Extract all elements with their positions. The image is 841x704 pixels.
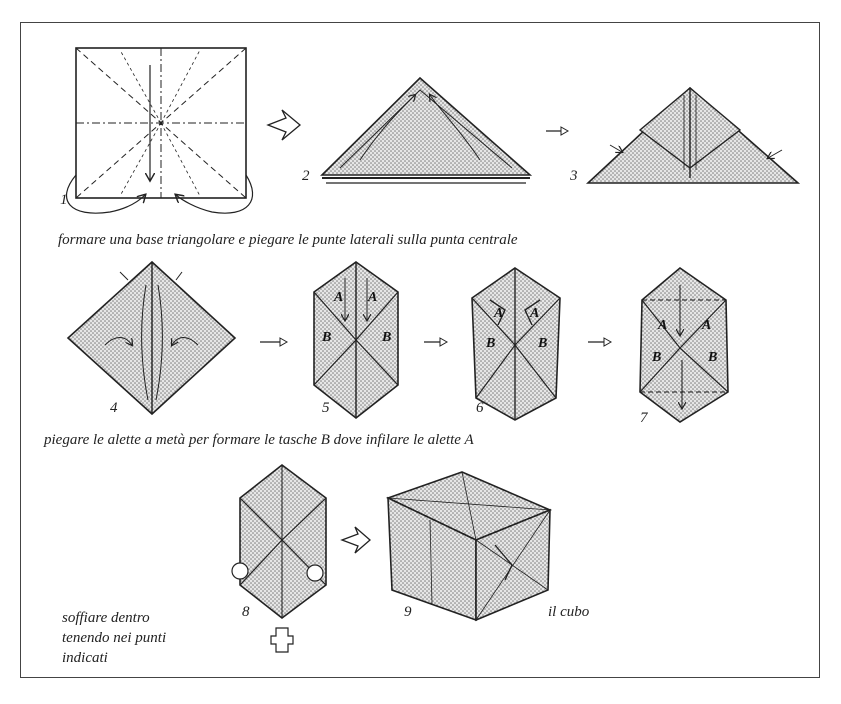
step-number: 4 — [110, 400, 118, 416]
transition-arrow-icon — [266, 109, 302, 141]
step-number: 5 — [322, 400, 330, 416]
transition-arrow-icon — [260, 337, 289, 347]
transition-arrow-icon — [546, 126, 570, 136]
instruction-line: soffiare dentro — [62, 610, 150, 626]
pocket-label: B — [486, 336, 496, 351]
caption-row-1: formare una base triangolare e piegare l… — [58, 232, 518, 248]
step-number: 3 — [570, 168, 578, 184]
step-5-shape — [313, 261, 399, 420]
step-number: 9 — [404, 604, 412, 620]
pocket-label: B — [322, 330, 332, 345]
transition-arrow-icon — [588, 337, 613, 347]
instruction-line: indicati — [62, 650, 108, 666]
flap-label: A — [530, 306, 540, 321]
step-number: 6 — [476, 400, 484, 416]
flap-label: A — [702, 318, 712, 333]
step-1-square — [65, 47, 254, 214]
caption-row-2: piegare le alette a metà per formare le … — [44, 432, 474, 448]
step-4-diamond — [66, 260, 237, 416]
flap-label: A — [368, 290, 378, 305]
step-3-shape — [585, 86, 801, 184]
flap-label: A — [658, 318, 668, 333]
cube-label: il cubo — [548, 604, 590, 620]
instruction-line: tenendo nei punti — [62, 630, 167, 646]
step-7-shape — [639, 266, 729, 423]
step-number: 8 — [242, 604, 250, 620]
step-2-triangle — [320, 76, 533, 184]
step-8-shape — [231, 463, 327, 653]
step-number: 7 — [640, 410, 648, 426]
step-number: 1 — [60, 192, 68, 208]
pocket-label: B — [382, 330, 392, 345]
step-number: 2 — [302, 168, 310, 184]
flap-label: A — [494, 306, 504, 321]
blow-instructions: soffiare dentro tenendo nei punti indica… — [62, 608, 166, 668]
transition-arrow-icon — [424, 337, 449, 347]
pocket-label: B — [708, 350, 718, 365]
step-9-cube — [385, 471, 553, 622]
step-6-shape — [471, 267, 561, 421]
pocket-label: B — [538, 336, 548, 351]
flap-label: A — [334, 290, 344, 305]
diagram-frame — [20, 22, 820, 678]
transition-arrow-icon — [340, 526, 371, 554]
blow-icon — [270, 627, 294, 653]
pocket-label: B — [652, 350, 662, 365]
